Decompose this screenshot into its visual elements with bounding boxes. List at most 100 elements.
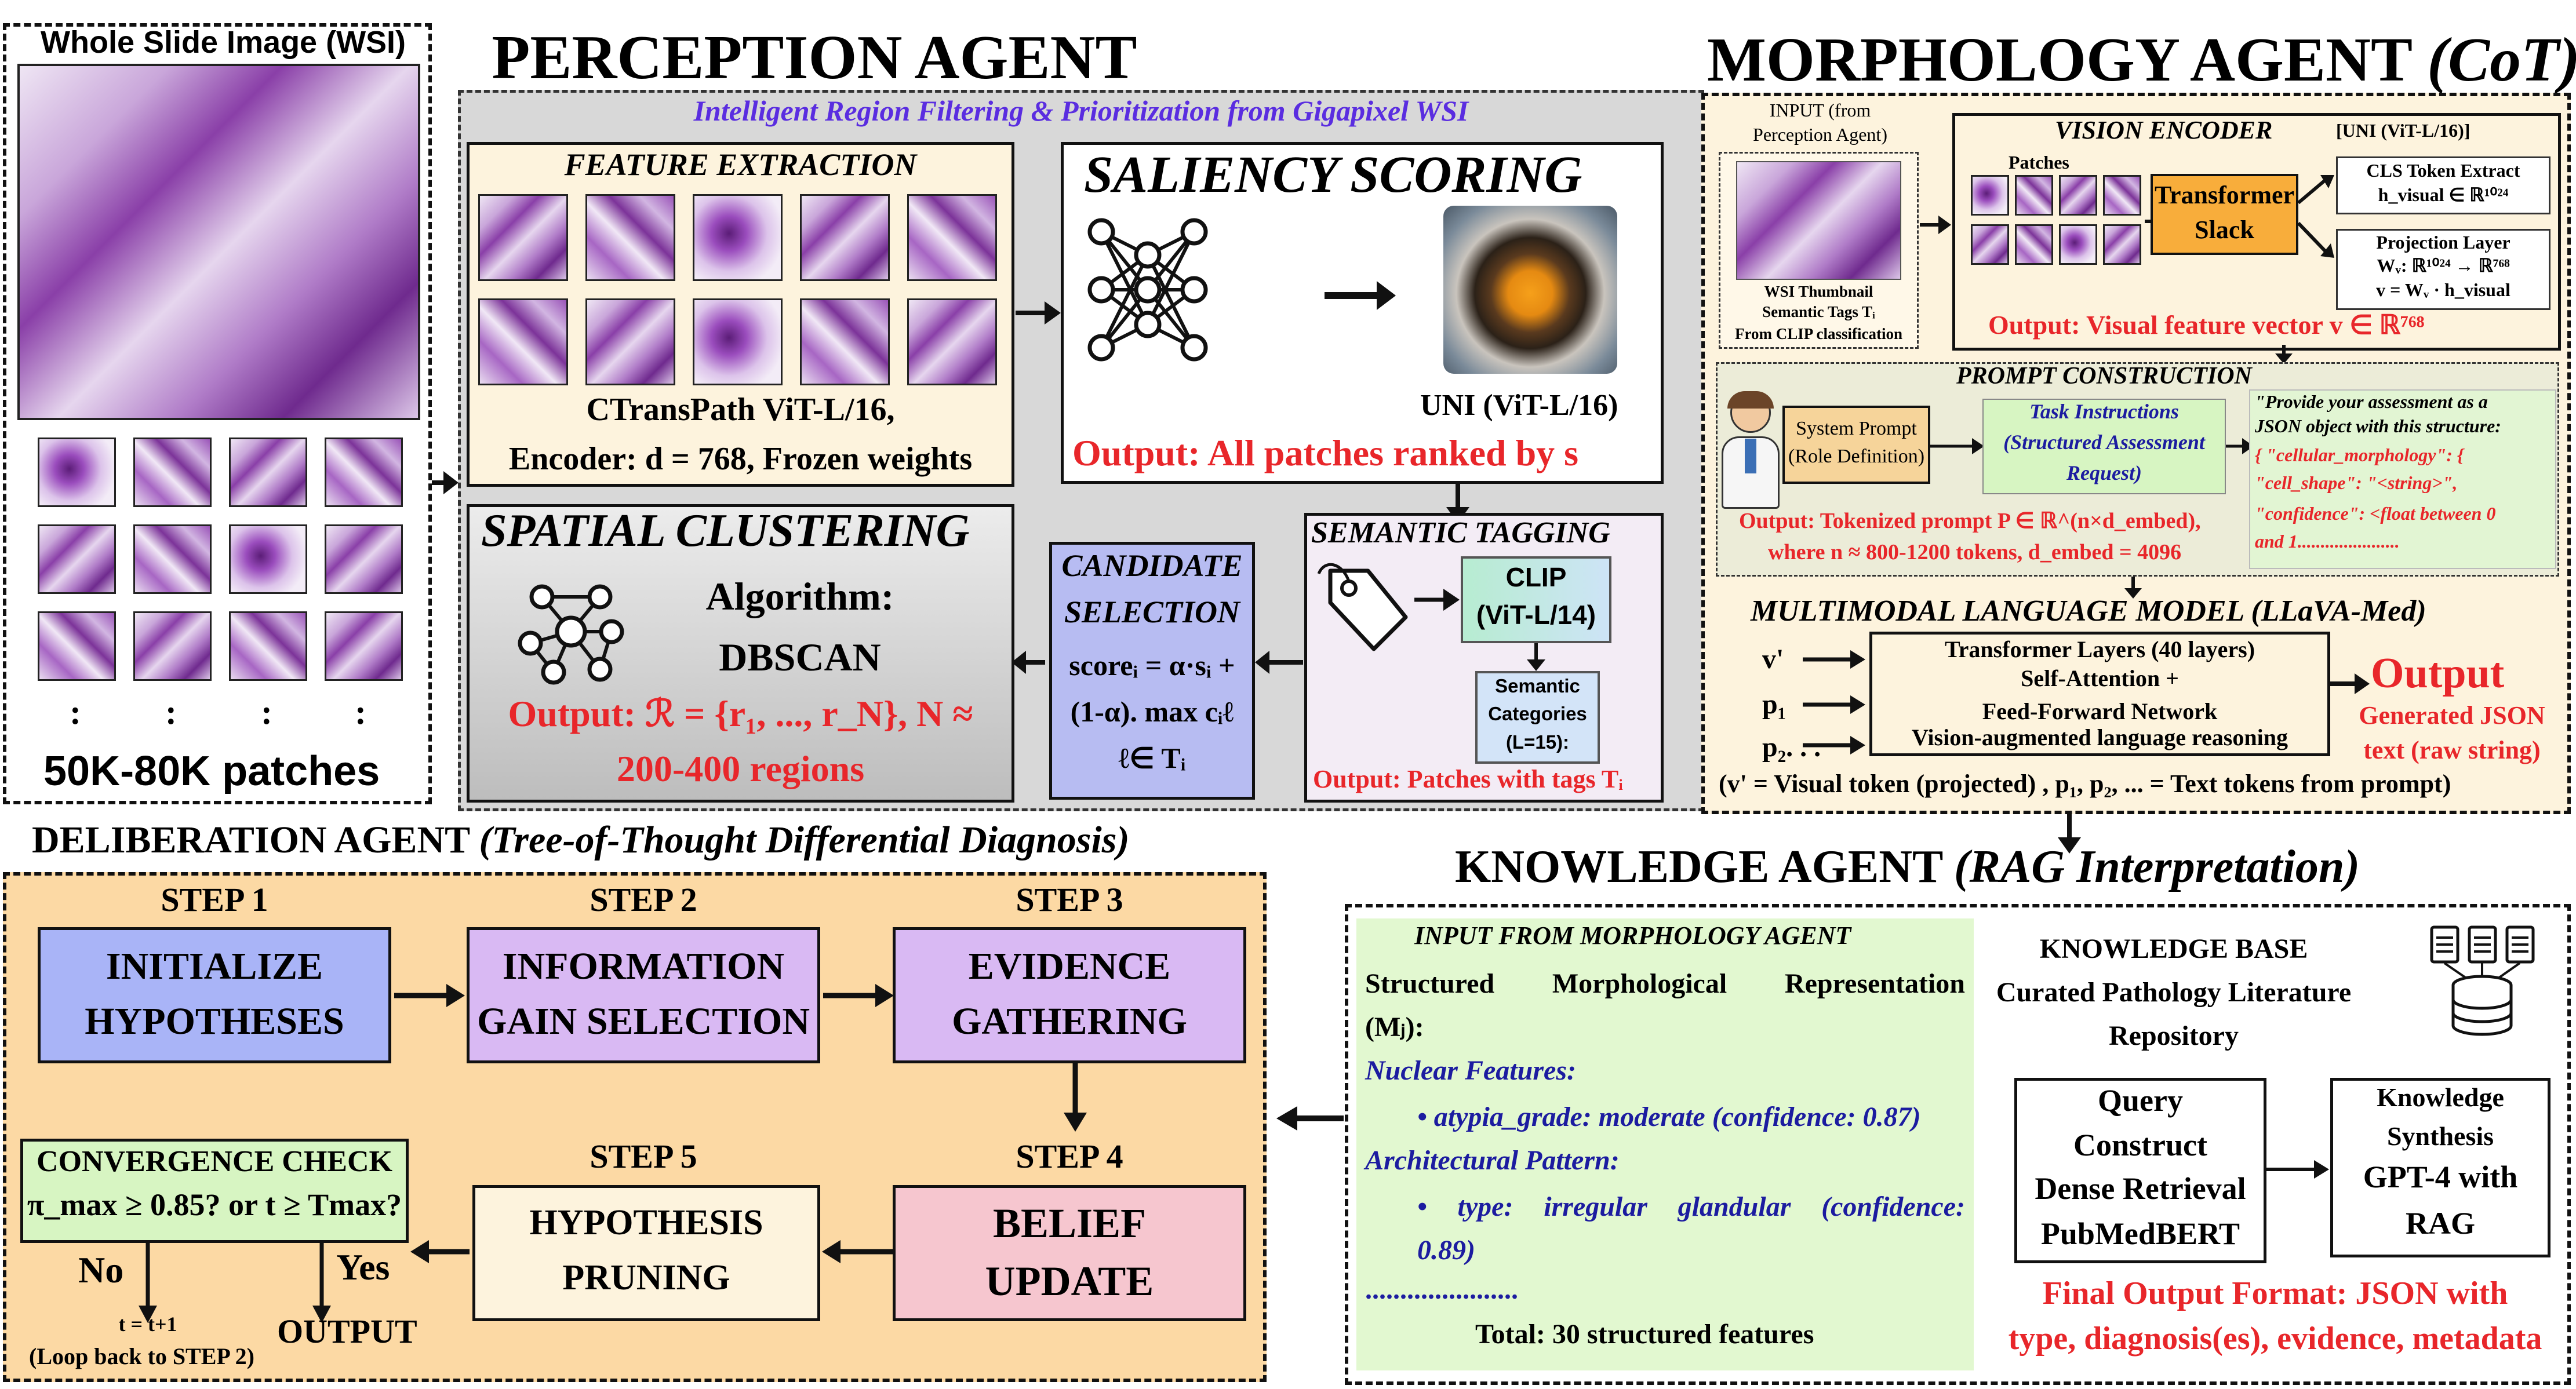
- step4-text1: BELIEF: [992, 1200, 1147, 1246]
- wsi-dots-1: :: [70, 693, 81, 731]
- arrow-morphology-to-knowledge: [2058, 814, 2081, 854]
- arrow-tag-to-clip: [1414, 589, 1460, 611]
- synthesis-line3: GPT-4 with: [2363, 1160, 2518, 1194]
- query-box: [2014, 1078, 2266, 1263]
- step1-box: [38, 927, 391, 1063]
- candidate-title1: CANDIDATE: [1061, 548, 1243, 583]
- arrow-mlm-to-output: [2330, 673, 2370, 694]
- arrow-system-to-task: [1930, 438, 1984, 454]
- morph-from-clip: From CLIP classification: [1735, 325, 1902, 342]
- knowledge-base-title: KNOWLEDGE BASE: [2039, 934, 2308, 964]
- step4-label: STEP 4: [1016, 1138, 1123, 1175]
- mlm-legend: (v' = Visual token (projected) , p₁, p₂,…: [1719, 770, 2451, 798]
- feature-extraction-line1: CTransPath ViT-L/16,: [586, 392, 895, 428]
- arrow-convergence-no: [139, 1243, 157, 1323]
- wsi-image: [17, 64, 420, 420]
- vision-patch-grid: [1971, 175, 2145, 268]
- query-line3: Dense Retrieval: [2035, 1171, 2246, 1206]
- mlm-output-line2: text (raw string): [2363, 736, 2541, 764]
- synthesis-line2: Synthesis: [2386, 1121, 2494, 1151]
- knowledge-panel: [1345, 904, 2571, 1385]
- cls-label1: CLS Token Extract: [2366, 160, 2520, 181]
- neural-network-icon: [1087, 218, 1208, 362]
- arrow-transformer-to-cls: [2298, 175, 2334, 205]
- spatial-output-line2: 200-400 regions: [616, 748, 865, 789]
- prompt-title: PROMPT CONSTRUCTION: [1956, 363, 2252, 389]
- arrow-p1-to-mlm: [1803, 695, 1865, 714]
- patch-grid: [38, 438, 409, 681]
- wsi-dots-2: :: [165, 693, 177, 731]
- cluster-network-icon: [518, 584, 624, 685]
- architectural-pattern-label: Architectural Pattern:: [1365, 1145, 1620, 1176]
- tokenized-output-line1: Output: Tokenized prompt P ∈ ℝ^(n×d_embe…: [1739, 509, 2201, 533]
- morphology-title-suffix: (CoT): [2427, 25, 2576, 94]
- step3-text1: EVIDENCE: [968, 945, 1171, 987]
- uni-model-image: [1443, 206, 1617, 374]
- arrow-step2-to-step3: [823, 984, 894, 1007]
- arrow-knowledge-to-deliberation: [1276, 1106, 1344, 1131]
- system-prompt-label1: System Prompt: [1796, 418, 1917, 439]
- mlm-input-p1: p₁: [1762, 689, 1787, 720]
- categories-box: [1475, 671, 1600, 764]
- json-line-3: { "cellular_morphology": {: [2255, 444, 2464, 465]
- mlm-input-v: v': [1762, 644, 1784, 675]
- atypia-item: • atypia_grade: moderate (confidence: 0.…: [1417, 1102, 1921, 1132]
- spatial-clustering-title: SPATIAL CLUSTERING: [481, 505, 970, 556]
- step2-text2: GAIN SELECTION: [477, 1000, 810, 1042]
- json-example-box: [2249, 389, 2556, 569]
- loop-label1: t = t+1: [118, 1313, 177, 1336]
- morph-input-label2: Perception Agent): [1753, 124, 1887, 145]
- arrow-semantic-to-candidate: [1255, 651, 1303, 674]
- transformer-label1: Transformer: [2154, 181, 2295, 209]
- smr-line2: (Mⱼ):: [1365, 1012, 1424, 1042]
- total-features: Total: 30 structured features: [1475, 1319, 1814, 1350]
- candidate-formula2: (1-α). max cᵢℓ: [1070, 695, 1234, 728]
- synthesis-line4: RAG: [2406, 1206, 2475, 1241]
- type-item-line2: 0.89): [1417, 1235, 1475, 1266]
- semantic-output: Output: Patches with tags Tᵢ: [1313, 765, 1624, 793]
- doctor-avatar: [1719, 391, 1782, 510]
- step3-label: STEP 3: [1016, 881, 1123, 918]
- arrow-step1-to-step2: [394, 984, 465, 1007]
- query-line4: PubMedBERT: [2040, 1216, 2240, 1251]
- transformer-box: [2151, 174, 2298, 255]
- arrow-step4-to-step5: [822, 1240, 893, 1263]
- cls-box: [2336, 156, 2550, 214]
- wsi-panel: [3, 23, 432, 804]
- system-prompt-box: [1782, 406, 1930, 484]
- arrow-wsi-to-perception: [432, 471, 459, 494]
- knowledge-input-box: [1356, 918, 1974, 1370]
- mlm-title: MULTIMODAL LANGUAGE MODEL (LLaVA-Med): [1751, 595, 2426, 628]
- categories-label2: Categories: [1488, 703, 1587, 724]
- morph-sem-tags: Semantic Tags Tᵢ: [1762, 303, 1875, 320]
- tokenized-output-line2: where n ≈ 800-1200 tokens, d_embed = 409…: [1768, 540, 2182, 564]
- step2-label: STEP 2: [590, 881, 697, 918]
- spatial-output-line1: Output: ℛ = {r₁, ..., r_N}, N ≈: [508, 693, 973, 734]
- database-documents-icon: [2430, 925, 2535, 1036]
- deliberation-title: DELIBERATION AGENT (Tree-of-Thought Diff…: [32, 818, 1129, 862]
- perception-title: PERCEPTION AGENT: [492, 23, 1137, 92]
- candidate-formula1: scoreᵢ = α·sᵢ +: [1069, 649, 1235, 681]
- arrow-step3-to-step4: [1064, 1063, 1087, 1132]
- spatial-algo-label: Algorithm:: [705, 574, 894, 618]
- clip-label2: (ViT-L/14): [1476, 600, 1596, 630]
- convergence-box: [20, 1139, 409, 1243]
- arrow-convergence-yes: [312, 1243, 331, 1323]
- mlm-layers-label3: Feed-Forward Network: [1982, 698, 2218, 724]
- arrow-prompt-to-mlm: [2124, 577, 2142, 599]
- saliency-title: SALIENCY SCORING: [1084, 146, 1582, 203]
- arrow-candidate-to-spatial: [1012, 651, 1045, 674]
- arrow-task-to-json: [2226, 438, 2254, 454]
- mlm-output-line1: Generated JSON: [2359, 701, 2545, 730]
- categories-label1: Semantic: [1495, 675, 1580, 697]
- arrow-encoder-to-prompt: [2275, 345, 2293, 364]
- deliberation-title-main: DELIBERATION AGENT: [32, 819, 470, 861]
- vision-encoder-uni: [UNI (ViT-L/16)]: [2336, 120, 2471, 141]
- synthesis-line1: Knowledge: [2377, 1082, 2504, 1112]
- smr-line1: Structured Morphological Representation: [1365, 968, 1965, 999]
- json-line-1: "Provide your assessment as a: [2255, 391, 2488, 412]
- step5-label: STEP 5: [590, 1138, 697, 1175]
- step3-box: [893, 927, 1246, 1063]
- step5-text1: HYPOTHESIS: [529, 1203, 763, 1242]
- projection-box: [2336, 229, 2550, 310]
